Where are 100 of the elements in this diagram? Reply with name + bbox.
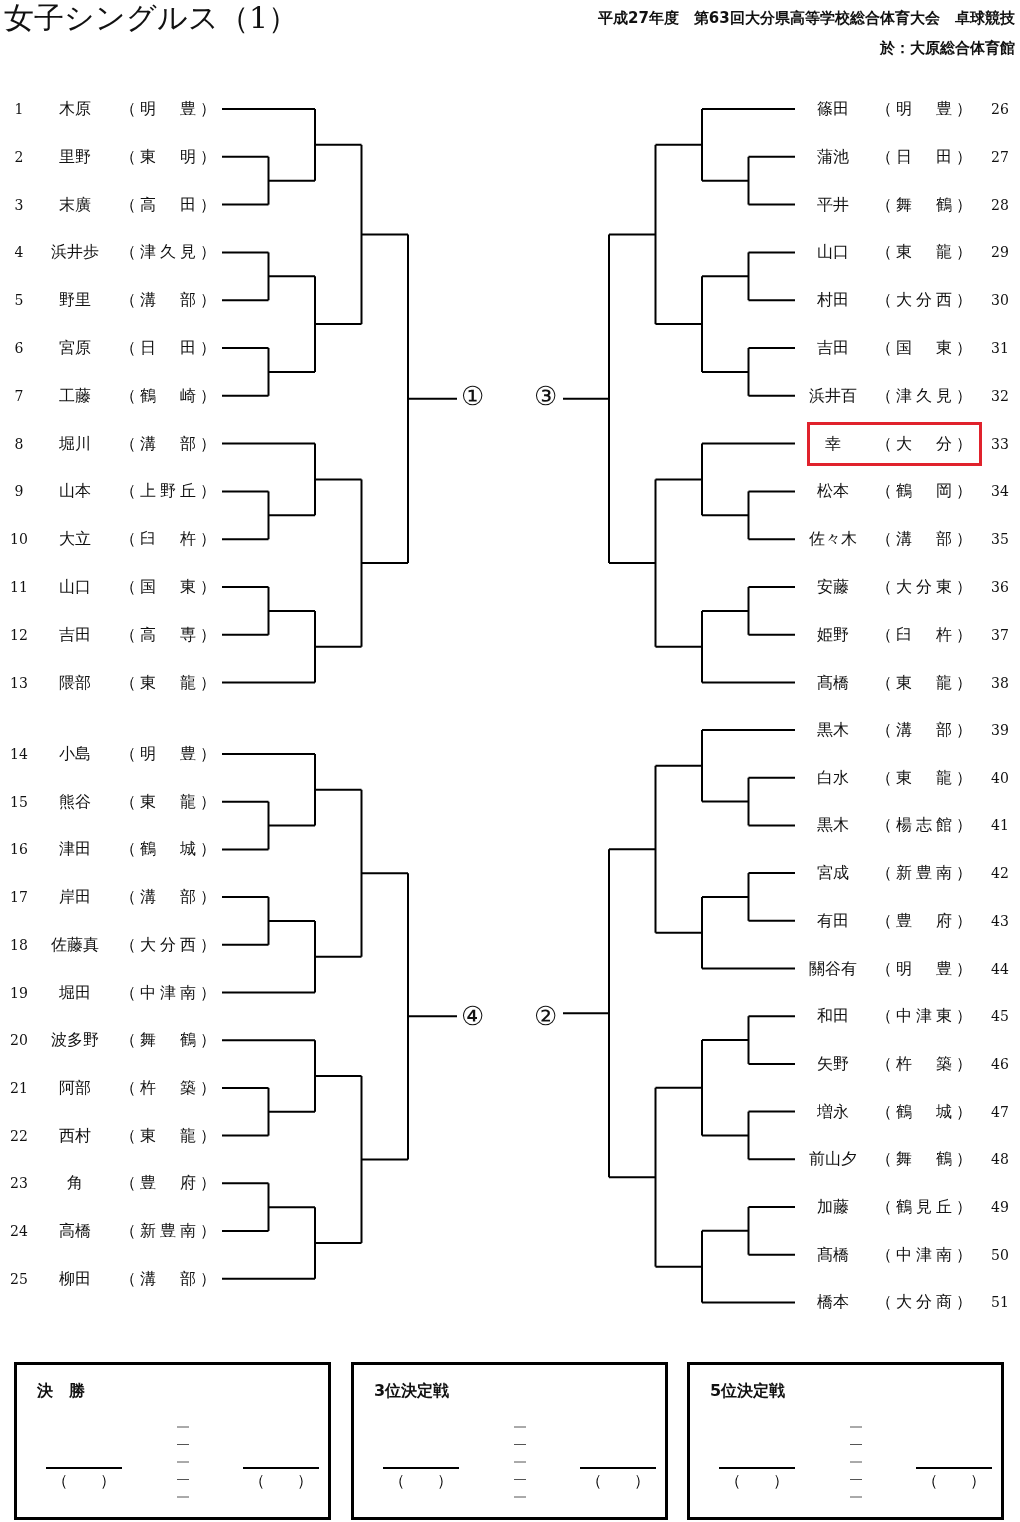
- entry-number: 19: [10, 983, 28, 1003]
- bracket-number: ④: [460, 1001, 484, 1032]
- player-name: 末廣: [59, 194, 91, 215]
- result-panel: [351, 1362, 668, 1520]
- player-name: 隈部: [59, 672, 91, 693]
- panel-title: 決 勝: [37, 1381, 85, 1401]
- player-name: 松本: [817, 481, 849, 502]
- school-name: （大分商）: [876, 1292, 976, 1313]
- player-name: 村田: [817, 290, 849, 311]
- entry-number: 39: [991, 721, 1009, 740]
- entry-number: 33: [991, 434, 1009, 454]
- entry-number: 41: [991, 816, 1009, 836]
- player-name: 野里: [59, 290, 91, 311]
- entry-number: 30: [991, 291, 1009, 311]
- player-name: 吉田: [59, 624, 91, 645]
- panel-title: 5位決定戦: [710, 1381, 786, 1401]
- school-name: （高 専）: [120, 624, 220, 645]
- school-name: （鶴 城）: [876, 1101, 976, 1122]
- entry-number: 20: [10, 1031, 28, 1051]
- entry-number: 23: [10, 1174, 28, 1194]
- entry-number: 18: [10, 935, 28, 955]
- entry-number: 43: [991, 911, 1009, 931]
- entry-number: 10: [10, 530, 28, 550]
- school-name: （溝 部）: [120, 290, 220, 311]
- player-name: 堀川: [59, 433, 91, 454]
- school-name: （明 豊）: [876, 99, 976, 119]
- player-name: 浜井百: [809, 385, 857, 406]
- player-name: 關谷有: [809, 958, 857, 979]
- player-name: 加藤: [817, 1197, 849, 1217]
- player-name: 岸田: [59, 887, 91, 908]
- blank-parentheses: （ ）: [586, 1471, 650, 1491]
- player-name: 有田: [817, 910, 849, 931]
- player-name: 阿部: [59, 1077, 91, 1098]
- school-name: （臼 杵）: [120, 529, 220, 550]
- school-name: （豊 府）: [876, 910, 976, 931]
- player-name: 佐藤真: [51, 934, 99, 955]
- school-name: （大分西）: [876, 290, 976, 311]
- player-name: 木原: [59, 99, 91, 119]
- player-name: 津田: [59, 839, 91, 860]
- entry-number: 4: [14, 243, 24, 263]
- player-name: 浜井歩: [51, 242, 99, 263]
- entry-number: 50: [991, 1245, 1009, 1265]
- entry-number: 45: [991, 1007, 1009, 1027]
- panel-title: 3位決定戦: [374, 1381, 450, 1401]
- entry-number: 21: [10, 1078, 28, 1098]
- school-name: （高 田）: [120, 194, 220, 215]
- entry-number: 16: [10, 840, 28, 860]
- entry-number: 14: [10, 745, 28, 764]
- player-name: 髙橋: [817, 1244, 849, 1265]
- player-name: 角: [67, 1173, 83, 1194]
- school-name: （日 田）: [876, 146, 976, 167]
- school-name: （東 龍）: [876, 672, 976, 693]
- entry-number: 11: [10, 578, 28, 597]
- player-name: 橋本: [817, 1292, 849, 1313]
- player-name: 増永: [817, 1101, 849, 1122]
- player-name: 矢野: [817, 1053, 849, 1074]
- player-name: 和田: [817, 1006, 849, 1027]
- school-name: （新豊南）: [120, 1221, 220, 1241]
- entry-number: 28: [991, 195, 1009, 215]
- school-name: （東 龍）: [120, 672, 220, 693]
- blank-parentheses: （ ）: [249, 1471, 313, 1491]
- player-name: 吉田: [817, 338, 849, 358]
- result-panel: [687, 1362, 1004, 1520]
- entry-number: 26: [991, 100, 1009, 119]
- entry-number: 44: [991, 959, 1009, 979]
- school-name: （東 明）: [120, 146, 220, 167]
- entry-number: 9: [14, 482, 24, 502]
- player-name: 山本: [59, 481, 91, 502]
- entry-number: 29: [991, 243, 1009, 263]
- entry-number: 6: [14, 339, 24, 358]
- school-name: （溝 部）: [876, 720, 976, 740]
- school-name: （鶴 城）: [120, 839, 220, 860]
- school-name: （東 龍）: [120, 791, 220, 812]
- school-name: （新豊南）: [876, 863, 976, 884]
- player-name: 髙橋: [817, 672, 849, 693]
- school-name: （溝 部）: [120, 1268, 220, 1289]
- entry-number: 37: [991, 625, 1009, 645]
- player-name: 平井: [817, 194, 849, 215]
- school-name: （上野丘）: [120, 481, 220, 502]
- school-name: （明 豊）: [120, 744, 220, 764]
- school-name: （中津南）: [120, 982, 220, 1003]
- school-name: （杵 築）: [120, 1077, 220, 1098]
- entry-number: 38: [991, 673, 1009, 693]
- player-name: 安藤: [817, 577, 849, 597]
- school-name: （中津南）: [876, 1244, 976, 1265]
- school-name: （東 龍）: [120, 1125, 220, 1146]
- player-name: 幸: [825, 433, 841, 454]
- school-name: （中津東）: [876, 1006, 976, 1027]
- event-heading: 平成27年度 第63回大分県高等学校総合体育大会 卓球競技: [598, 8, 1015, 28]
- player-name: 小島: [59, 744, 91, 764]
- school-name: （大 分）: [876, 433, 976, 454]
- school-name: （大分西）: [120, 934, 220, 955]
- bracket-number: ②: [533, 1001, 557, 1032]
- entry-number: 32: [991, 386, 1009, 406]
- entry-number: 35: [991, 530, 1009, 550]
- school-name: （鶴 岡）: [876, 481, 976, 502]
- player-name: 西村: [59, 1125, 91, 1146]
- entry-number: 51: [991, 1293, 1009, 1313]
- school-name: （臼 杵）: [876, 624, 976, 645]
- entry-number: 49: [991, 1198, 1009, 1217]
